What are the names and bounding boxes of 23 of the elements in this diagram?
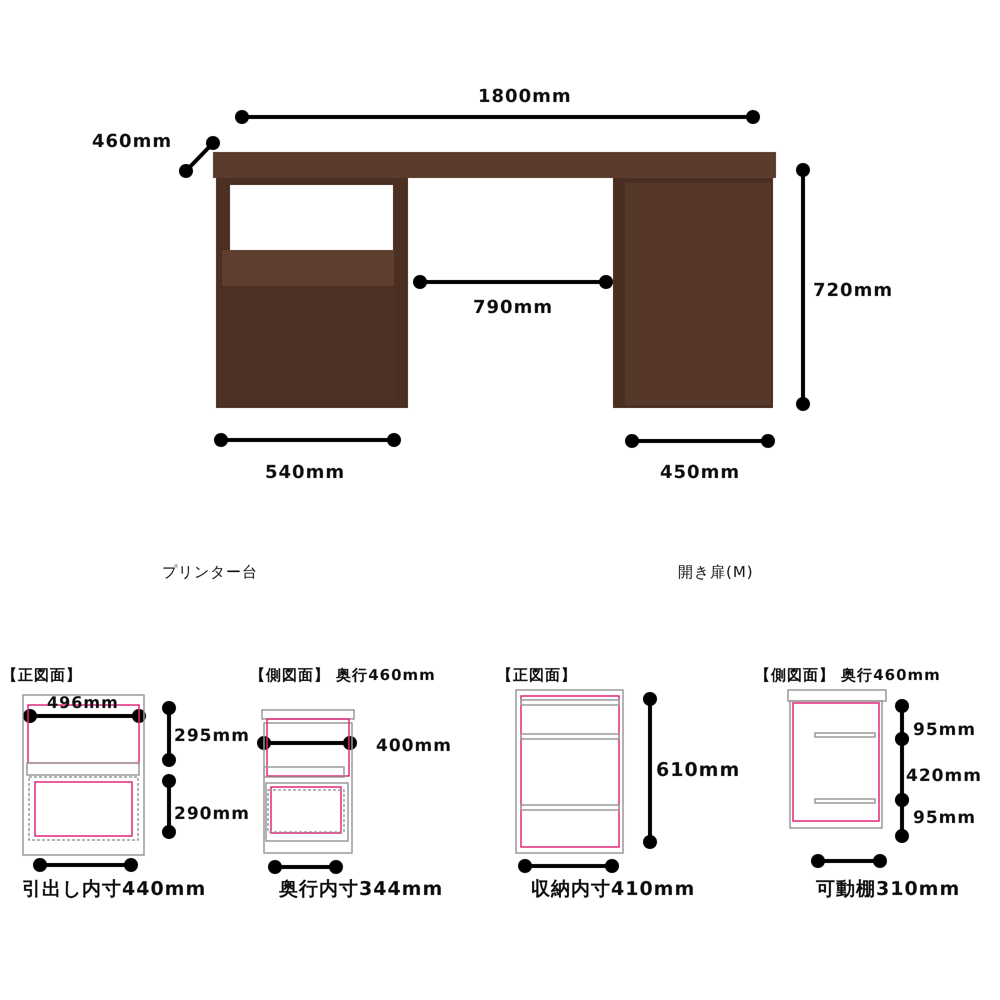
view-title: 【側図面】 奥行460mm	[755, 666, 941, 685]
dimension-label: 540mm	[265, 462, 346, 483]
inner-size-label: 可動棚310mm	[816, 877, 960, 902]
view-title: 【側図面】 奥行460mm	[250, 666, 436, 685]
product-caption: 開き扉(M)	[678, 563, 754, 582]
dimension-label: 610mm	[656, 759, 740, 781]
dimension-label: 1800mm	[478, 86, 572, 107]
dimension-label: 295mm	[174, 726, 250, 746]
dimension-label: 460mm	[92, 131, 172, 152]
dimension-label: 720mm	[813, 280, 894, 301]
dimension-label: 95mm	[913, 808, 976, 828]
dimension-label: 420mm	[906, 766, 982, 786]
product-caption: プリンター台	[162, 563, 258, 582]
inner-size-label: 引出し内寸440mm	[22, 877, 206, 902]
dimension-label: 95mm	[913, 720, 976, 740]
dimension-label: 790mm	[473, 297, 554, 318]
dimension-label: 400mm	[376, 736, 452, 756]
view-title: 【正図面】	[497, 666, 577, 685]
view-title: 【正図面】	[2, 666, 82, 685]
dimension-label: 450mm	[660, 462, 740, 483]
inner-size-label: 収納内寸410mm	[531, 877, 696, 902]
inner-size-label: 奥行内寸344mm	[279, 877, 444, 902]
dimension-label: 290mm	[174, 804, 250, 824]
